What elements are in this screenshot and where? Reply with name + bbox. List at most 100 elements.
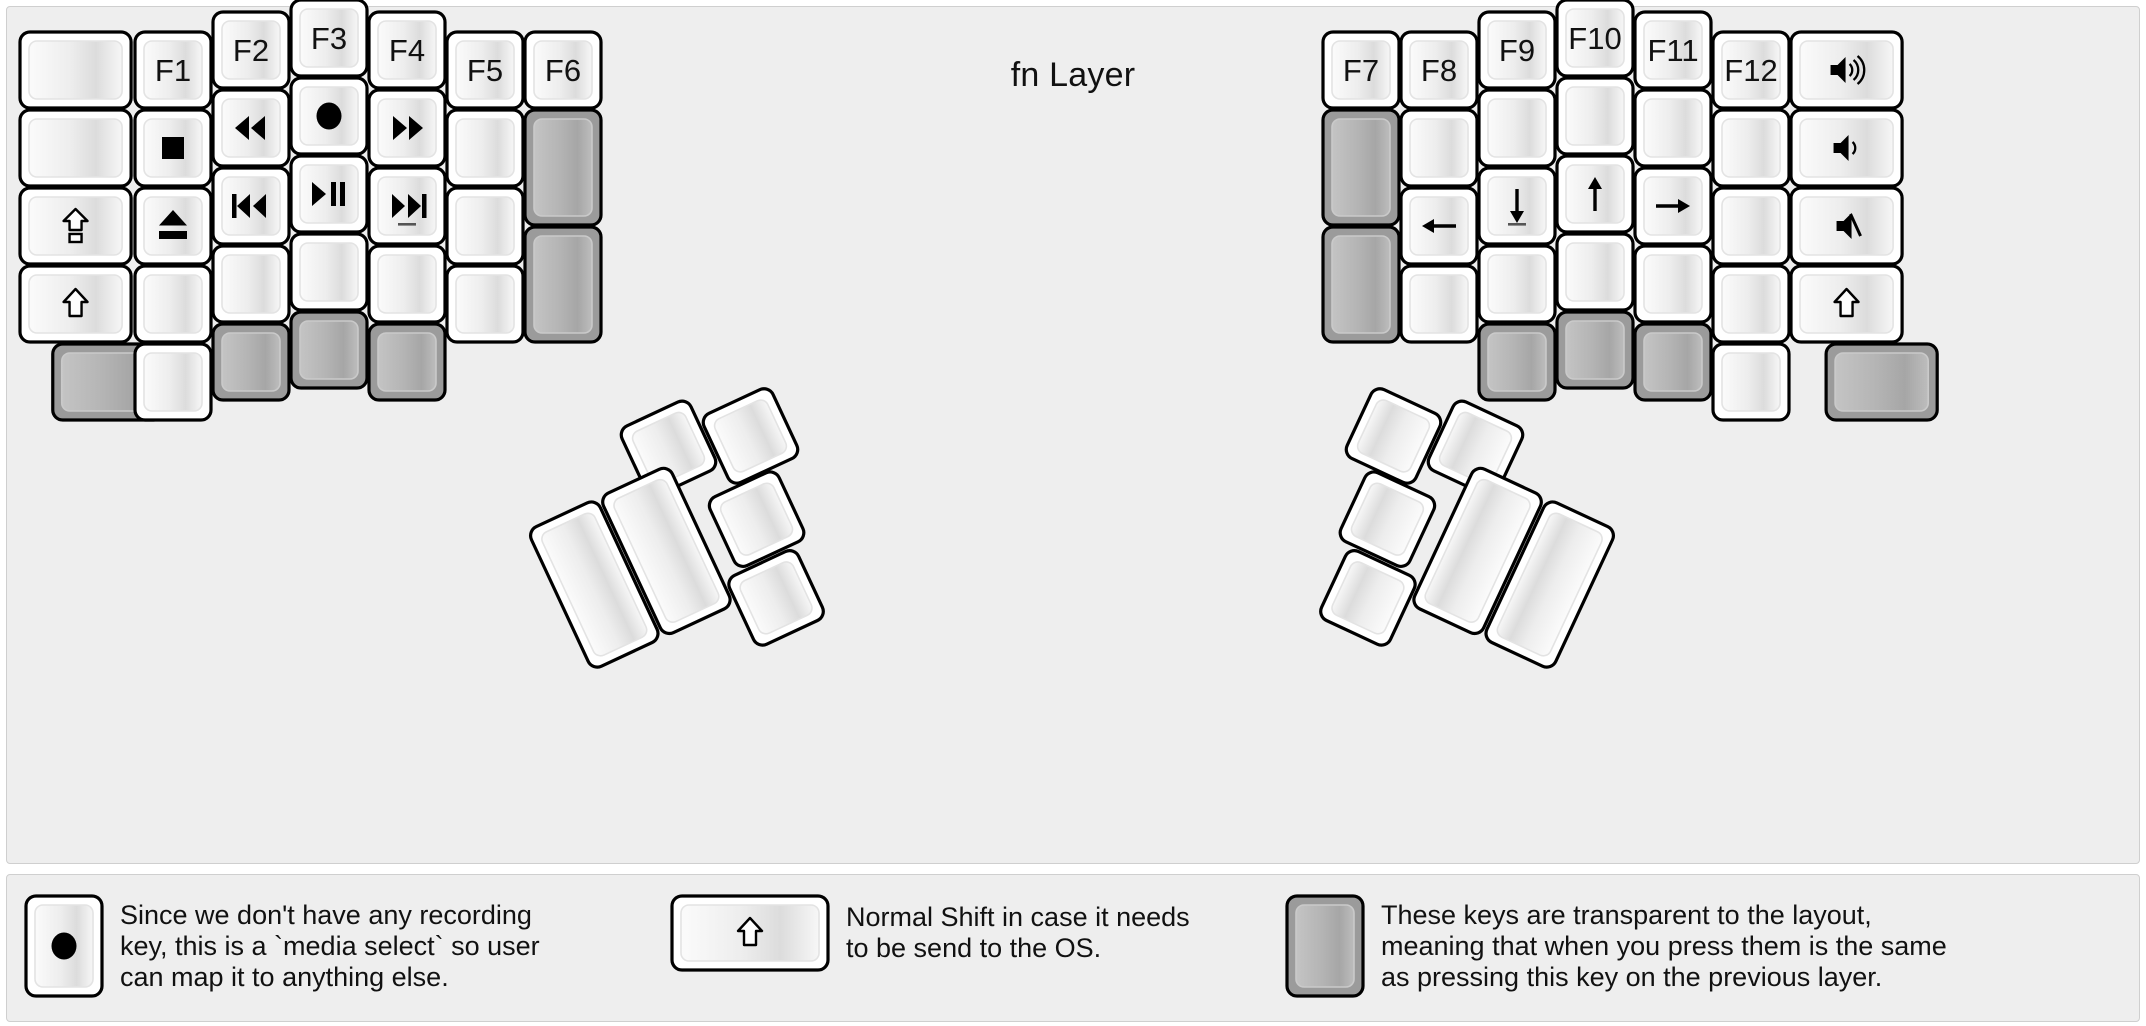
key-f7[interactable]: F7 xyxy=(1321,30,1401,110)
key-blank-r6r3[interactable] xyxy=(1711,186,1791,266)
col-right-innermost: F7 xyxy=(1321,30,1401,344)
key-f6[interactable]: F6 xyxy=(523,30,603,110)
key-label: F8 xyxy=(1421,53,1457,88)
stop-icon xyxy=(162,137,184,159)
key-label: F7 xyxy=(1343,53,1379,88)
thumb-r-big-mid[interactable] xyxy=(1411,465,1545,637)
keycap-top xyxy=(221,176,281,236)
key-blank-r3r4[interactable] xyxy=(1477,244,1557,324)
key-label: F10 xyxy=(1568,21,1621,56)
key-f1[interactable]: F1 xyxy=(133,30,213,110)
thumb-r-low-outer[interactable] xyxy=(1317,547,1418,648)
key-f2[interactable]: F2 xyxy=(211,10,291,90)
key-f4[interactable]: F4 xyxy=(367,10,447,90)
key-arrow-right[interactable] xyxy=(1633,166,1713,246)
key-transparent-r1r2[interactable] xyxy=(1321,108,1401,227)
key-capslock-l1r3[interactable] xyxy=(18,186,133,266)
key-blank-l2r5[interactable] xyxy=(133,342,213,422)
key-blank-l1r2[interactable] xyxy=(18,108,133,188)
key-transparent-l3r5[interactable] xyxy=(211,322,291,402)
key-transparent-l4r5[interactable] xyxy=(289,310,369,390)
key-media-play-pause[interactable] xyxy=(289,154,369,234)
volume-mute-icon xyxy=(1836,213,1862,239)
thumb-l-low-outer[interactable] xyxy=(726,547,827,648)
key-blank-r4r4[interactable] xyxy=(1555,232,1635,312)
key-transparent-r7r5[interactable] xyxy=(1824,342,1939,422)
thumb-r-upper-outer[interactable] xyxy=(1343,385,1444,486)
key-media-record[interactable] xyxy=(289,76,369,156)
keycap-top xyxy=(1799,40,1894,100)
keycap-top xyxy=(1350,482,1425,556)
left-thumb-cluster xyxy=(527,385,827,671)
thumb-r-big-right[interactable] xyxy=(1483,499,1617,671)
key-label: F1 xyxy=(155,53,191,88)
thumb-l-mid-outer[interactable] xyxy=(706,469,807,570)
key-blank-r3r2[interactable] xyxy=(1477,88,1557,168)
key-volume-up[interactable] xyxy=(1789,30,1904,110)
key-shift-l1r4[interactable] xyxy=(18,264,133,344)
shift-icon xyxy=(736,916,764,947)
thumb-l-upper-outer[interactable] xyxy=(700,385,801,486)
key-f3[interactable]: F3 xyxy=(289,0,369,78)
col-left-innermost: F6 xyxy=(523,30,603,344)
key-label: F4 xyxy=(389,33,425,68)
key-blank-r5r2[interactable] xyxy=(1633,88,1713,168)
key-transparent-r5r5[interactable] xyxy=(1633,322,1713,402)
key-f10[interactable]: F10 xyxy=(1555,0,1635,78)
key-arrow-left[interactable] xyxy=(1399,186,1479,266)
key-blank-l4r4[interactable] xyxy=(289,232,369,312)
key-blank-l3r4[interactable] xyxy=(211,244,291,324)
key-blank-l6r2[interactable] xyxy=(445,108,525,188)
key-blank-r6r2[interactable] xyxy=(1711,108,1791,188)
keycap-top xyxy=(1331,118,1391,217)
key-label: F5 xyxy=(467,53,503,88)
key-blank-l6r4[interactable] xyxy=(445,264,525,344)
key-volume-mute[interactable] xyxy=(1789,186,1904,266)
thumb-r-upper-inner[interactable] xyxy=(1425,398,1526,499)
key-transparent-r1r3[interactable] xyxy=(1321,225,1401,344)
key-blank-r4r2[interactable] xyxy=(1555,76,1635,156)
key-media-stop[interactable] xyxy=(133,108,213,188)
key-f8[interactable]: F8 xyxy=(1399,30,1479,110)
key-arrow-down[interactable] xyxy=(1477,166,1557,246)
key-blank-r2r2[interactable] xyxy=(1399,108,1479,188)
thumb-r-mid-outer[interactable] xyxy=(1337,469,1438,570)
key-blank-r5r4[interactable] xyxy=(1633,244,1713,324)
key-transparent-r4r5[interactable] xyxy=(1555,310,1635,390)
keycap-top xyxy=(143,274,203,334)
key-blank-r6r5[interactable] xyxy=(1711,342,1791,422)
key-transparent-l5r5[interactable] xyxy=(367,322,447,402)
key-transparent-r3r5[interactable] xyxy=(1477,322,1557,402)
key-media-next-track[interactable] xyxy=(367,166,447,246)
key-blank-r6r4[interactable] xyxy=(1711,264,1791,344)
key-volume-down[interactable] xyxy=(1789,108,1904,188)
key-media-prev-track[interactable] xyxy=(211,166,291,246)
key-blank-l5r4[interactable] xyxy=(367,244,447,324)
key-f5[interactable]: F5 xyxy=(445,30,525,110)
key-f11[interactable]: F11 xyxy=(1633,10,1713,90)
thumb-l-big-mid[interactable] xyxy=(599,465,733,637)
key-shift-right[interactable] xyxy=(1789,264,1904,344)
key-blank-l2r4[interactable] xyxy=(133,264,213,344)
key-media-rewind[interactable] xyxy=(211,88,291,168)
keycap-top xyxy=(1565,86,1625,146)
key-transparent-l7r2[interactable] xyxy=(523,108,603,227)
keycap-top xyxy=(377,254,437,314)
key-arrow-up[interactable] xyxy=(1555,154,1635,234)
key-blank-l6r3[interactable] xyxy=(445,186,525,266)
key-f9[interactable]: F9 xyxy=(1477,10,1557,90)
keycap-top xyxy=(1487,254,1547,314)
thumb-l-big-left[interactable] xyxy=(527,499,661,671)
key-transparent-l7r3[interactable] xyxy=(523,225,603,344)
key-f12[interactable]: F12 xyxy=(1711,30,1791,110)
key-blank-l1r1[interactable] xyxy=(18,30,133,110)
key-media-fast-forward[interactable] xyxy=(367,88,447,168)
key-media-eject[interactable] xyxy=(133,186,213,266)
col-right-index: F9 xyxy=(1477,10,1557,402)
keycap-top xyxy=(613,478,720,623)
thumb-l-upper-inner[interactable] xyxy=(618,398,719,499)
key-blank-r2r4[interactable] xyxy=(1399,264,1479,344)
keycap-top xyxy=(1487,332,1547,392)
